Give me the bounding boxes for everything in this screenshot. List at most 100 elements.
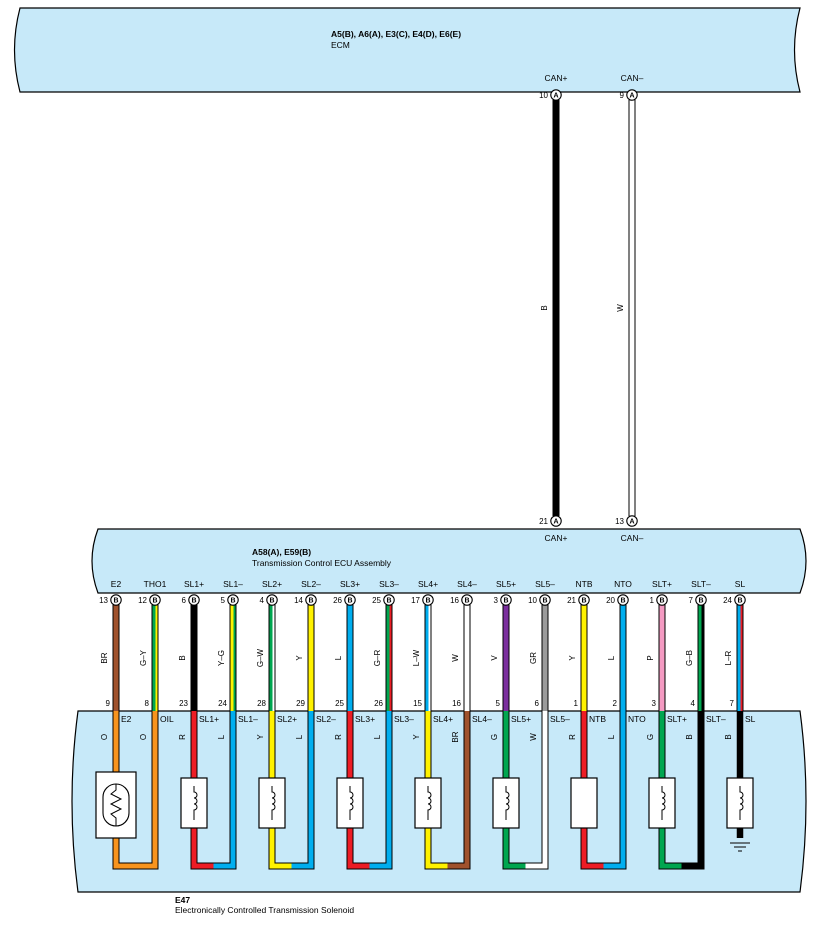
pin-4-wire-label: G–W xyxy=(256,648,265,667)
pin-0-sol-signal: E2 xyxy=(121,714,132,724)
pin-16-conn-letter: B xyxy=(737,598,742,605)
pin-1-sol-pin: 8 xyxy=(145,699,150,708)
pin-13-tcu-signal: NTO xyxy=(614,579,632,589)
pin-5-conn-circle xyxy=(305,594,317,606)
pin-10-wire-fill xyxy=(503,605,509,711)
comp-8-ground-icon xyxy=(730,842,750,852)
pin-2-conn-circle xyxy=(188,594,200,606)
pin-2-sol-signal: SL1+ xyxy=(199,714,219,724)
pin-0-wire-label: BR xyxy=(100,652,109,663)
pin-15-sol-pin: 4 xyxy=(691,699,696,708)
pin-9-wire-fill xyxy=(464,605,470,711)
can-0-ecm-conn-letter: A xyxy=(553,93,558,100)
pin-15-conn-letter: B xyxy=(698,598,703,605)
pin-10-sol-signal: SL5+ xyxy=(511,714,531,724)
can-1-wire xyxy=(628,100,636,516)
pin-3-conn-circle xyxy=(227,594,239,606)
pin-9-sol-pin: 16 xyxy=(452,699,461,708)
pin-14-sol-signal: SLT+ xyxy=(667,714,687,724)
solenoid-title: E47 xyxy=(175,895,191,905)
comp-2-coil-box xyxy=(258,777,286,829)
pin-0-sol-pin: 9 xyxy=(106,699,111,708)
pin-11-tcu-signal: SL5– xyxy=(535,579,555,589)
pin-2-sol-pin: 23 xyxy=(179,699,188,708)
comp-7-coil-box xyxy=(648,777,676,829)
pin-1-inner-label: O xyxy=(139,734,148,740)
pin-9-wire xyxy=(463,605,471,711)
comp-1-lead-a xyxy=(191,711,214,869)
pin-16-wire-fill-main xyxy=(737,605,741,711)
can-0-ecm-conn-circle xyxy=(550,89,562,101)
pin-2-wire-fill xyxy=(191,605,197,711)
comp-4-lead-b xyxy=(447,711,470,869)
pin-1-tcu-signal: THO1 xyxy=(144,579,167,589)
comp-1-coil-icon xyxy=(193,786,198,820)
pin-16-sol-signal: SL xyxy=(745,714,756,724)
pin-6-sol-signal: SL3+ xyxy=(355,714,375,724)
comp-0-resistor-icon xyxy=(109,784,123,826)
pin-7-inner-label: L xyxy=(373,734,382,739)
comp-2-lead-b xyxy=(291,711,314,869)
pin-2-wire xyxy=(190,605,198,711)
pin-4-conn-circle xyxy=(266,594,278,606)
pin-1-conn-letter: B xyxy=(152,598,157,605)
pin-10-wire xyxy=(502,605,510,711)
pin-14-wire-label: P xyxy=(646,655,655,660)
pin-1-sol-signal: OIL xyxy=(160,714,174,724)
pin-5-wire-fill xyxy=(308,605,314,711)
pin-2-inner-label: R xyxy=(178,734,187,740)
pin-0-wire-fill xyxy=(113,605,119,711)
pin-7-conn-letter: B xyxy=(386,598,391,605)
comp-3-lead-a xyxy=(347,711,370,869)
pin-5-tcu-signal: SL2– xyxy=(301,579,321,589)
pin-6-tcu-signal: SL3+ xyxy=(340,579,360,589)
pin-15-conn-circle xyxy=(695,594,707,606)
pin-6-conn-letter: B xyxy=(347,598,352,605)
pin-3-inner-label: L xyxy=(217,734,226,739)
comp-4-coil-icon xyxy=(427,786,432,820)
pin-9-conn-circle xyxy=(461,594,473,606)
comp-2-coil-icon xyxy=(271,786,276,820)
pin-4-wire xyxy=(268,605,276,711)
pin-4-wire-fill-tracer xyxy=(272,605,275,711)
pin-7-tcu-pin: 25 xyxy=(372,596,381,605)
pin-0-wire xyxy=(112,605,120,711)
comp-3-lead-b xyxy=(369,711,392,869)
pin-2-wire-label: B xyxy=(178,655,187,660)
can-1-tcu-conn-letter: A xyxy=(629,519,634,526)
pin-14-tcu-signal: SLT+ xyxy=(652,579,672,589)
comp-5-lead-b xyxy=(525,711,548,869)
pin-14-tcu-pin: 1 xyxy=(650,596,655,605)
can-0-wire-fill xyxy=(553,100,559,516)
pin-1-wire-fill-tracer xyxy=(155,605,158,711)
pin-12-wire-label: Y xyxy=(568,655,577,661)
pin-13-sol-pin: 2 xyxy=(613,699,618,708)
comp-1-coil-box xyxy=(180,777,208,829)
comp-7-lead-a xyxy=(659,711,682,869)
pin-3-wire xyxy=(229,605,237,711)
ecm-title: A5(B), A6(A), E3(C), E4(D), E6(E) xyxy=(331,29,461,39)
pin-5-inner-label: L xyxy=(295,734,304,739)
pin-13-conn-letter: B xyxy=(620,598,625,605)
can-0-wire xyxy=(552,100,560,516)
pin-15-inner-label: B xyxy=(685,734,694,739)
pin-15-wire-label: G–B xyxy=(685,650,694,666)
pin-14-wire xyxy=(658,605,666,711)
pin-9-tcu-signal: SL4– xyxy=(457,579,477,589)
pin-6-conn-circle xyxy=(344,594,356,606)
pin-1-wire-label: G–Y xyxy=(139,649,148,666)
comp-8-coil-icon xyxy=(739,786,744,820)
comp-3-coil-icon xyxy=(349,786,354,820)
pin-4-sol-signal: SL2+ xyxy=(277,714,297,724)
pin-3-sol-pin: 24 xyxy=(218,699,227,708)
can-1-tcu-conn-circle xyxy=(626,515,638,527)
pin-4-inner-label: Y xyxy=(256,734,265,740)
pin-16-wire xyxy=(736,605,744,711)
comp-4-coil-box xyxy=(414,777,442,829)
pin-7-wire xyxy=(385,605,393,711)
pin-8-conn-letter: B xyxy=(425,598,430,605)
pin-3-tcu-pin: 5 xyxy=(221,596,226,605)
pin-15-wire xyxy=(697,605,705,711)
can-1-tcu-signal: CAN– xyxy=(621,533,644,543)
comp-0-lead-b xyxy=(135,711,158,869)
